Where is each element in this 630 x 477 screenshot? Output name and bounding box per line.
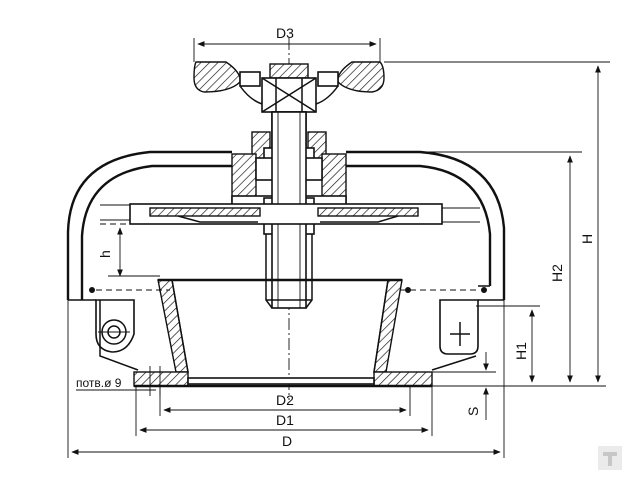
dim-h-small: h xyxy=(97,227,160,277)
lock-element xyxy=(439,299,479,355)
label-h1: H1 xyxy=(513,342,529,360)
label-d: D xyxy=(282,433,292,449)
hinge-bolt xyxy=(89,287,487,353)
handwheel xyxy=(193,61,385,113)
label-h2: H2 xyxy=(549,264,565,282)
dome-cover xyxy=(66,150,506,301)
label-d2: D2 xyxy=(276,392,294,408)
hole-callout: потв.ø 9 xyxy=(76,366,161,396)
label-d3: D3 xyxy=(276,25,294,41)
watermark-logo xyxy=(598,446,622,470)
dim-s: S xyxy=(432,352,496,420)
dim-d2: D2 xyxy=(159,386,411,416)
inner-plate xyxy=(129,203,443,225)
dim-h2: H2 xyxy=(420,151,582,383)
dim-h-total: H xyxy=(384,61,610,383)
label-d1: D1 xyxy=(276,412,294,428)
dim-d: D xyxy=(67,300,505,458)
label-h-total: H xyxy=(579,234,595,244)
cone-body xyxy=(99,278,477,373)
dim-d3: D3 xyxy=(193,25,381,62)
base-flange xyxy=(133,371,433,388)
label-s: S xyxy=(465,407,481,416)
dim-d1: D1 xyxy=(135,386,433,436)
label-hole-note: потв.ø 9 xyxy=(76,376,122,390)
dim-h1: H1 xyxy=(432,305,606,387)
label-h-small: h xyxy=(97,250,113,258)
